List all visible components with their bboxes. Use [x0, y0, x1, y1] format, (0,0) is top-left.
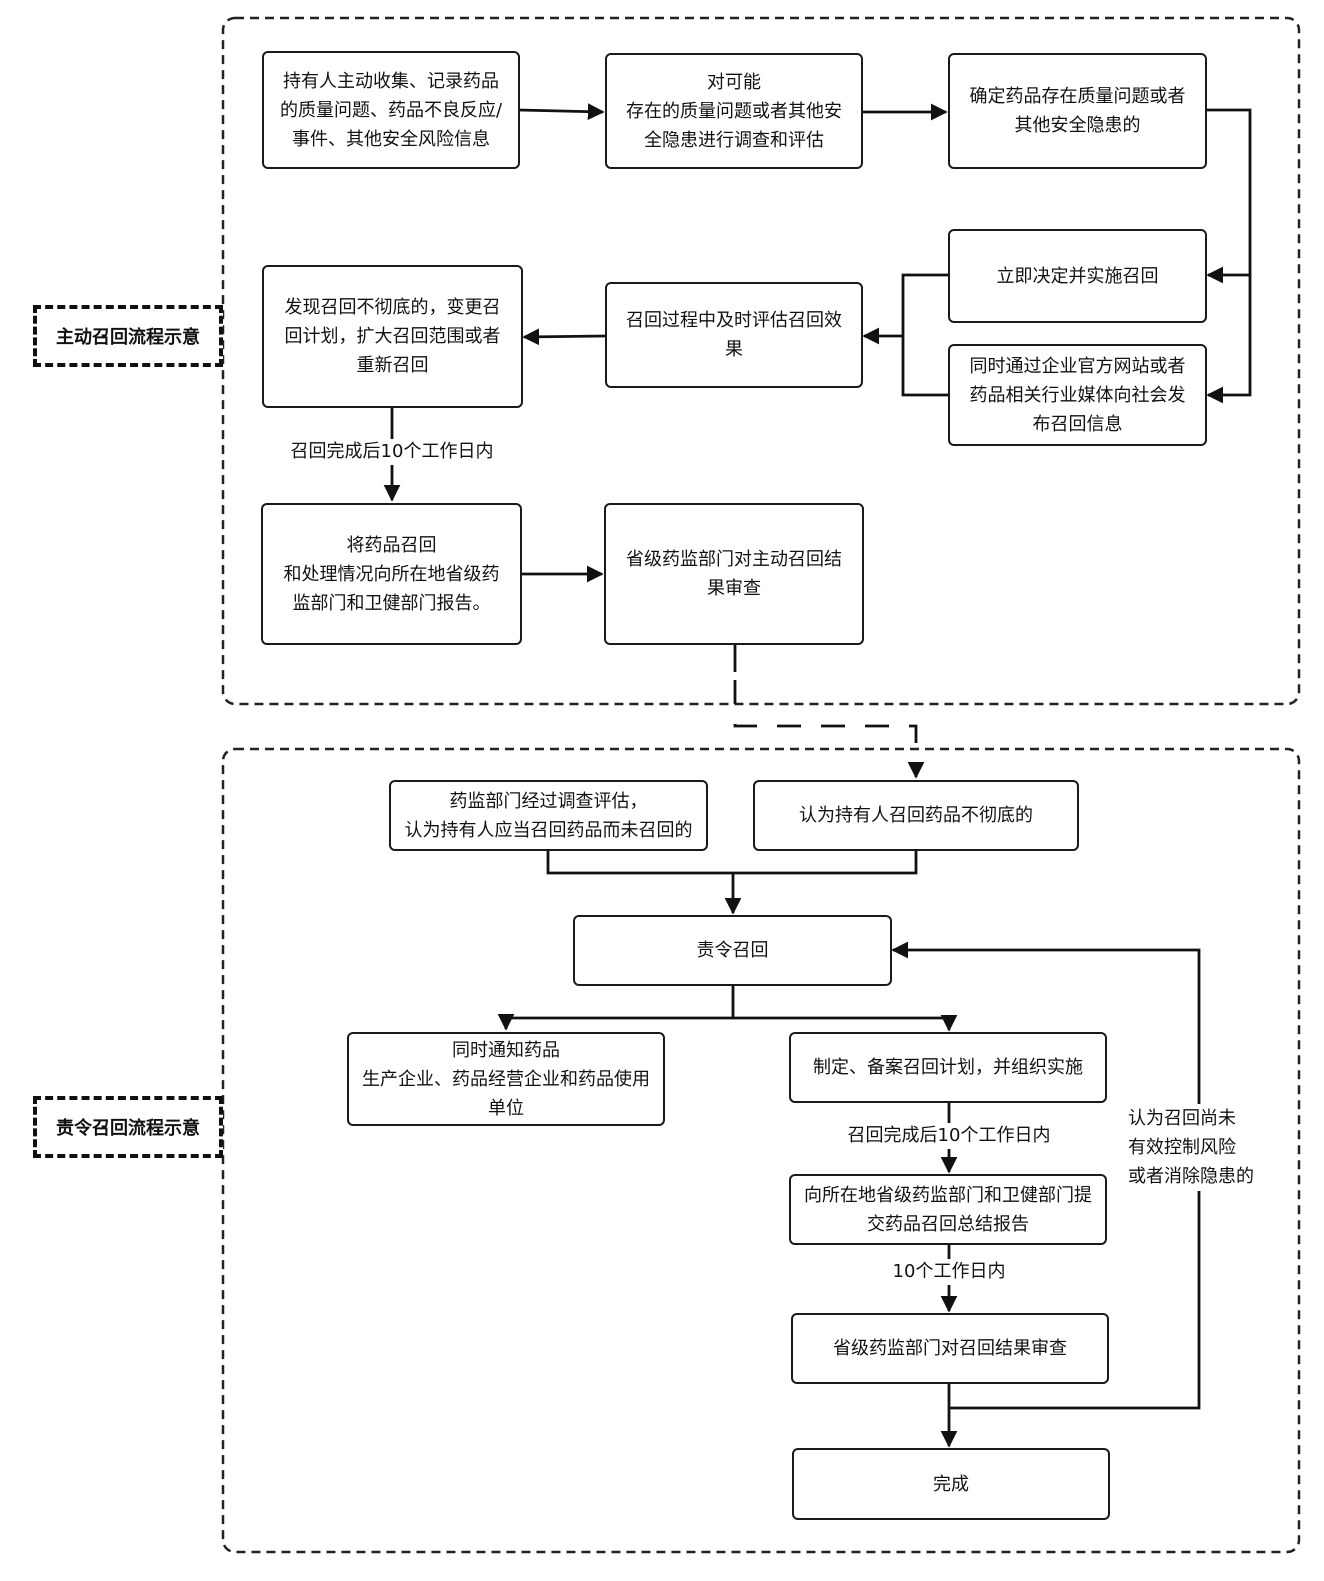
node-text: 认为持有人召回药品不彻底的 — [799, 805, 1033, 826]
node-collect-info: 持有人主动收集、记录药品 的质量问题、药品不良反应/ 事件、其他安全风险信息 — [262, 51, 520, 169]
node-summary-report: 向所在地省级药监部门和卫健部门提 交药品召回总结报告 — [789, 1174, 1107, 1245]
node-text: 同时通知药品 — [452, 1039, 560, 1061]
node-text: 重新召回 — [356, 355, 429, 376]
node-review-ordered: 省级药监部门对召回结果审查 — [791, 1313, 1109, 1384]
node-text: 果 — [725, 339, 743, 360]
edge-confirm-publish — [1206, 275, 1252, 404]
node-text: 召回过程中及时评估召回效 — [626, 310, 842, 331]
node-text: 存在的质量问题或者其他安 — [626, 100, 842, 122]
node-investigate: 对可能 存在的质量问题或者其他安 全隐患进行调查和评估 — [605, 53, 863, 169]
node-review-active: 省级药监部门对主动召回结 果审查 — [604, 503, 864, 645]
edge-confirm-decide — [1206, 108, 1252, 284]
node-text: 认为持有人应当召回药品而未召回的 — [404, 819, 693, 841]
node-text: 和处理情况向所在地省级药 — [283, 563, 500, 585]
node-evaluate-effect: 召回过程中及时评估召回效 果 — [605, 282, 863, 388]
ordered-recall-label: 责令召回流程示意 — [33, 1096, 223, 1158]
node-text: 立即决定并实施召回 — [996, 265, 1159, 287]
node-text: 监部门和卫健部门报告。 — [292, 592, 491, 614]
node-text: 持有人主动收集、记录药品 — [283, 70, 499, 92]
edge-label-text: 有效控制风险 — [1128, 1133, 1272, 1162]
node-text: 省级药监部门对主动召回结 — [626, 549, 842, 570]
edge-label-text: 认为召回尚未 — [1128, 1104, 1272, 1133]
node-incomplete-recall: 认为持有人召回药品不彻底的 — [753, 780, 1079, 851]
node-text: 对可能 — [707, 71, 761, 93]
edge-regulator-merge — [546, 850, 918, 875]
edge-label-text: 召回完成后10个工作日内 — [290, 441, 494, 462]
node-text: 药监部门经过调查评估， — [449, 790, 648, 812]
edge-label-10-days: 10个工作日内 — [880, 1259, 1018, 1285]
edge-collect-investigate — [518, 103, 605, 121]
node-recall-plan: 制定、备案召回计划，并组织实施 — [789, 1032, 1107, 1103]
node-decide-recall: 立即决定并实施召回 — [948, 229, 1207, 323]
node-text: 责令召回 — [696, 940, 769, 961]
edge-label-10-days-active: 召回完成后10个工作日内 — [280, 439, 504, 465]
edge-label-text: 10个工作日内 — [892, 1261, 1006, 1282]
node-publish-info: 同时通过企业官方网站或者 药品相关行业媒体向社会发 布召回信息 — [948, 344, 1207, 446]
node-done: 完成 — [792, 1448, 1110, 1520]
active-recall-label: 主动召回流程示意 — [33, 305, 223, 367]
ordered-recall-frame — [221, 747, 1301, 1554]
node-text: 同时通过企业官方网站或者 — [969, 355, 1186, 377]
active-recall-frame — [221, 16, 1301, 706]
node-confirm-risk: 确定药品存在质量问题或者 其他安全隐患的 — [948, 53, 1207, 169]
node-report: 将药品召回 和处理情况向所在地省级药 监部门和卫健部门报告。 — [261, 503, 522, 645]
edge-decide-evaluate — [901, 273, 948, 397]
node-text: 省级药监部门对召回结果审查 — [833, 1338, 1067, 1359]
node-text: 向所在地省级药监部门和卫健部门提 — [804, 1184, 1092, 1206]
node-text: 单位 — [488, 1097, 524, 1119]
node-text: 发现召回不彻底的，变更召 — [284, 297, 501, 318]
node-text: 药品相关行业媒体向社会发 — [969, 384, 1186, 406]
edge-label-text: 或者消除隐患的 — [1128, 1162, 1272, 1191]
node-text: 布召回信息 — [1032, 413, 1123, 435]
edge-evaluate-change — [522, 328, 606, 346]
node-change-plan: 发现召回不彻底的，变更召 回计划，扩大召回范围或者 重新召回 — [262, 265, 523, 408]
node-text: 果审查 — [707, 578, 761, 599]
edge-order-plan — [733, 1014, 958, 1032]
edge-label-10-days-order: 召回完成后10个工作日内 — [837, 1123, 1061, 1149]
node-text: 制定、备案召回计划，并组织实施 — [813, 1057, 1083, 1078]
node-text: 回计划，扩大召回范围或者 — [284, 326, 501, 347]
node-text: 交药品召回总结报告 — [867, 1213, 1029, 1235]
node-regulator-found: 药监部门经过调查评估， 认为持有人应当召回药品而未召回的 — [389, 780, 708, 851]
edge-label-not-controlled: 认为召回尚未 有效控制风险 或者消除隐患的 — [1128, 1104, 1272, 1191]
node-notify-units: 同时通知药品 生产企业、药品经营企业和药品使用 单位 — [347, 1032, 665, 1126]
node-text: 将药品召回 — [346, 534, 437, 556]
node-text: 事件、其他安全风险信息 — [292, 128, 490, 150]
node-text: 确定药品存在质量问题或者 — [969, 86, 1186, 107]
node-ordered-recall: 责令召回 — [573, 915, 892, 986]
edge-order-split — [497, 985, 735, 1031]
edge-active-to-ordered — [733, 680, 925, 779]
node-text: 的质量问题、药品不良反应/ — [279, 99, 503, 121]
node-text: 全隐患进行调查和评估 — [644, 129, 824, 151]
edge-label-text: 召回完成后10个工作日内 — [847, 1125, 1051, 1146]
node-text: 其他安全隐患的 — [1014, 115, 1141, 136]
node-text: 完成 — [933, 1473, 969, 1495]
node-text: 生产企业、药品经营企业和药品使用 — [362, 1068, 650, 1090]
